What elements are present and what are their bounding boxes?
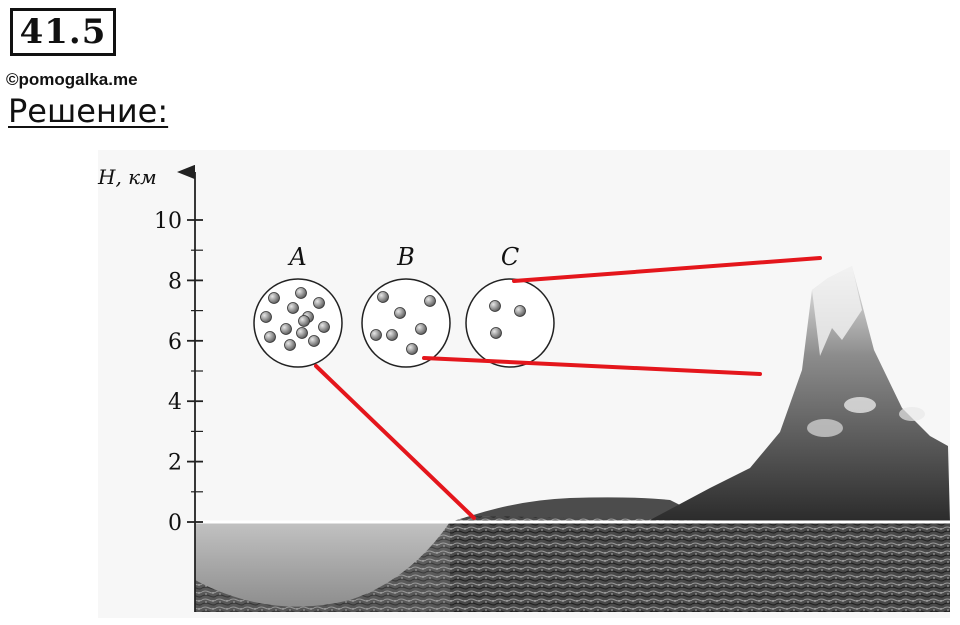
- solution-heading: Решение:: [8, 92, 169, 130]
- molecule: [424, 295, 436, 307]
- circle-outline: [465, 278, 555, 368]
- axis-tick-label: 4: [168, 390, 182, 415]
- molecule: [298, 315, 310, 327]
- altitude-diagram: 0 2 4 6 8 10 H, км A B C: [90, 150, 960, 621]
- connector-line-c: [512, 256, 822, 283]
- molecule-circles: A B C: [253, 243, 555, 368]
- molecule: [260, 311, 272, 323]
- molecule: [406, 343, 418, 355]
- molecule-circle-b: B: [361, 243, 451, 368]
- seabed: [195, 522, 450, 612]
- molecule: [264, 331, 276, 343]
- cloud: [844, 397, 876, 413]
- molecule: [313, 297, 325, 309]
- axis-label: H, км: [97, 165, 157, 189]
- circle-outline: [361, 278, 451, 368]
- molecule: [489, 300, 501, 312]
- mountain-snow: [812, 266, 862, 356]
- copyright-text: ©pomogalka.me: [6, 70, 138, 89]
- hill: [470, 497, 710, 520]
- molecule-circle-c: C: [465, 243, 555, 368]
- axis-tick-label: 10: [154, 209, 182, 234]
- molecule: [284, 339, 296, 351]
- problem-number: 41.5: [10, 8, 116, 56]
- axis-ticks: 0 2 4 6 8 10: [154, 209, 203, 536]
- circle-label: A: [287, 243, 306, 271]
- axis-tick-label: 0: [168, 511, 182, 536]
- diagram-svg: 0 2 4 6 8 10 H, км A B C: [97, 150, 950, 618]
- circle-label: C: [501, 243, 519, 271]
- molecule: [280, 323, 292, 335]
- ground: [450, 516, 950, 612]
- molecule: [318, 321, 330, 333]
- molecule: [415, 323, 427, 335]
- connector-lines: [314, 256, 822, 520]
- molecule: [308, 335, 320, 347]
- axis-tick-label: 6: [168, 330, 182, 355]
- molecule-circle-a: A: [253, 243, 343, 368]
- molecule: [287, 302, 299, 314]
- molecule: [514, 305, 526, 317]
- connector-line-b: [422, 356, 762, 376]
- molecule: [490, 327, 502, 339]
- molecule: [295, 287, 307, 299]
- molecule: [386, 329, 398, 341]
- molecule: [268, 292, 280, 304]
- cloud: [899, 407, 925, 421]
- cloud: [807, 419, 843, 437]
- connector-line-a: [314, 364, 476, 520]
- circle-label: B: [396, 243, 415, 271]
- axis-tick-label: 2: [168, 451, 182, 476]
- molecule: [370, 329, 382, 341]
- axis-tick-label: 8: [168, 269, 182, 294]
- molecule: [296, 327, 308, 339]
- molecule: [394, 307, 406, 319]
- molecule: [377, 291, 389, 303]
- mountain: [650, 266, 950, 522]
